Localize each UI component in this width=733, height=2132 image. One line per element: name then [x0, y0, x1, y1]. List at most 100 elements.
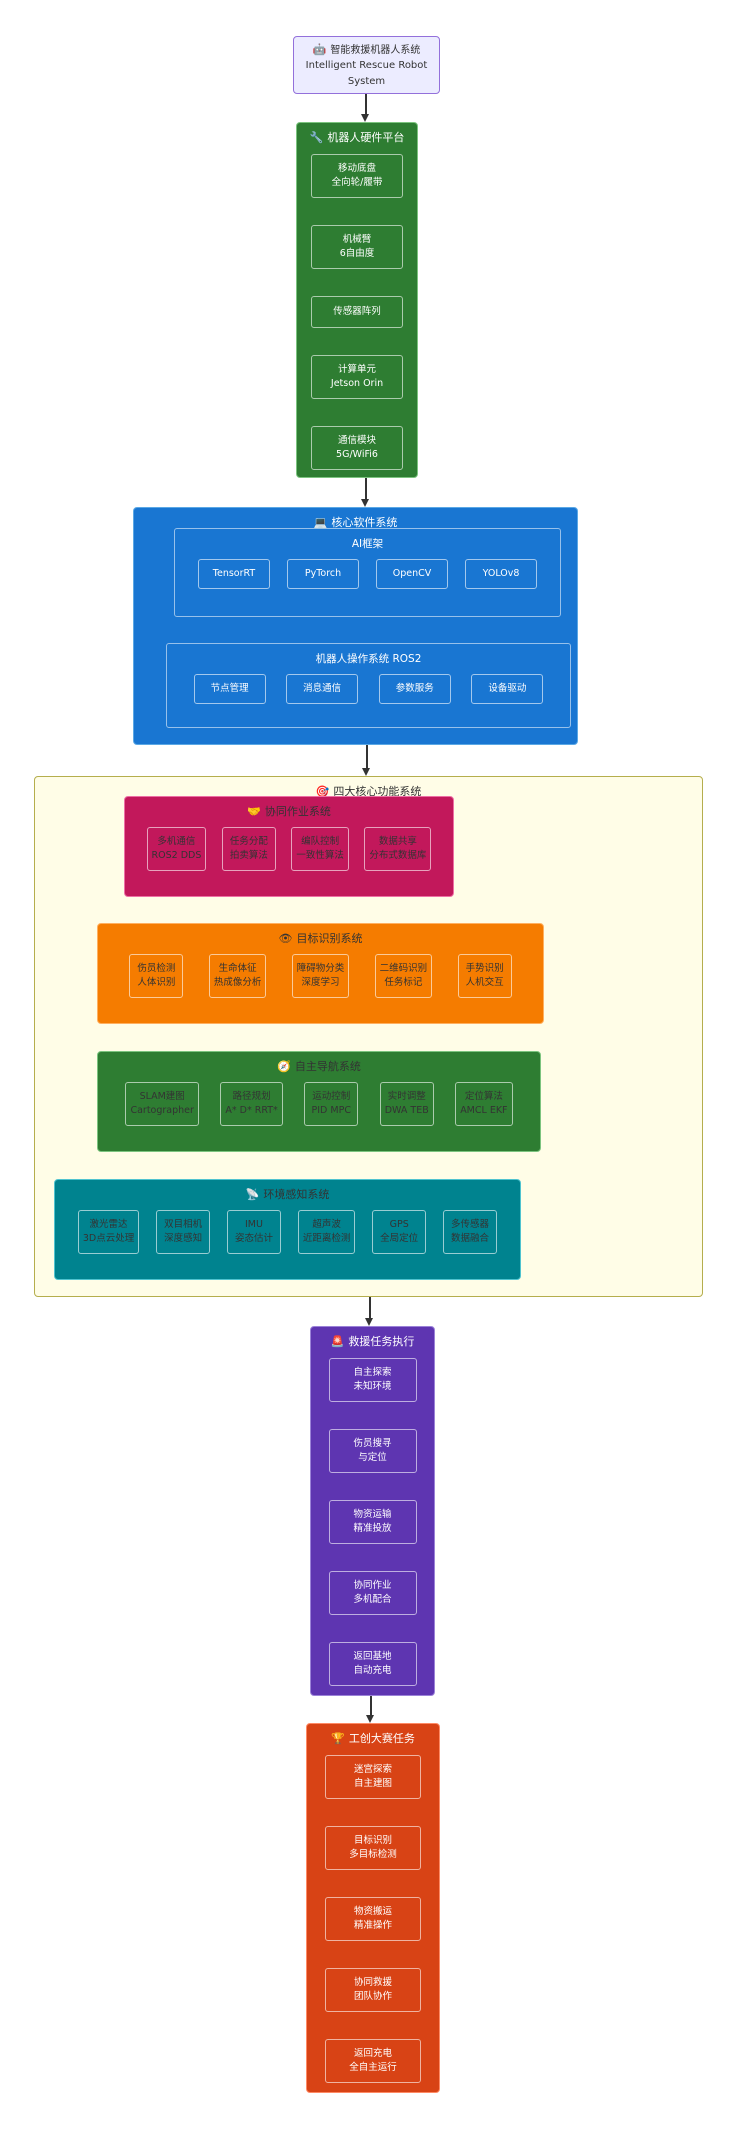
node-label: 生命体征 — [218, 962, 257, 974]
competition-cluster: 🏆工创大赛任务 迷宫探索 自主建图 目标识别 多目标检测 物资搬运 精准操作 协… — [306, 1723, 440, 2093]
node-label: 二维码识别 — [379, 962, 428, 974]
node-label: 协同救援 — [353, 1976, 392, 1988]
navigation-title: 🧭自主导航系统 — [98, 1052, 540, 1074]
root-subtitle-line1: Intelligent Rescue Robot — [305, 60, 428, 72]
node-label: 运动控制 — [312, 1090, 351, 1102]
satellite-antenna-icon: 📡 — [245, 1188, 260, 1201]
edge-core-rescue — [369, 1297, 371, 1318]
node-sensor-fusion: 多传感器 数据融合 — [443, 1210, 498, 1254]
node-sublabel: AMCL EKF — [460, 1105, 508, 1116]
competition-title-label: 工创大赛任务 — [348, 1732, 415, 1745]
node-return-to-base: 返回基地 自动充电 — [328, 1642, 417, 1686]
node-comm-module: 通信模块 5G/WiFi6 — [311, 426, 403, 470]
node-imu: IMU 姿态估计 — [226, 1210, 281, 1254]
node-label: GPS — [389, 1218, 409, 1230]
node-sublabel: 全局定位 — [380, 1233, 419, 1244]
software-cluster-title: 💻核心软件系统 — [134, 508, 577, 530]
node-sublabel: 自主建图 — [353, 1778, 392, 1789]
node-label: 多传感器 — [451, 1218, 490, 1230]
node-path-planning: 路径规划 A* D* RRT* — [220, 1082, 283, 1126]
recognition-cluster: 👁目标识别系统 伤员检测 人体识别 生命体征 热成像分析 障碍物分类 深度学习 … — [97, 923, 544, 1024]
node-label: 多机通信 — [157, 835, 196, 847]
eye-icon: 👁 — [278, 932, 293, 945]
node-sublabel: 精准投放 — [353, 1523, 392, 1534]
node-formation-control: 编队控制 一致性算法 — [291, 827, 349, 871]
competition-items: 迷宫探索 自主建图 目标识别 多目标检测 物资搬运 精准操作 协同救援 团队协作… — [307, 1746, 439, 2083]
navigation-title-label: 自主导航系统 — [294, 1060, 361, 1073]
hardware-cluster: 🔧机器人硬件平台 移动底盘 全向轮/履带 机械臂 6自由度 传感器阵列 计算单元… — [296, 122, 418, 478]
ros2-items: 节点管理 消息通信 参数服务 设备驱动 — [167, 674, 570, 704]
node-task-allocation: 任务分配 拍卖算法 — [221, 827, 276, 871]
node-sublabel: 5G/WiFi6 — [336, 449, 378, 460]
node-label: 物资搬运 — [353, 1905, 392, 1917]
node-return-charging: 返回充电 全自主运行 — [325, 2039, 421, 2083]
hardware-title-label: 机器人硬件平台 — [327, 131, 405, 144]
node-casualty-search: 伤员搜寻 与定位 — [328, 1429, 417, 1473]
hardware-cluster-title: 🔧机器人硬件平台 — [297, 123, 417, 145]
node-sublabel: 全自主运行 — [349, 2062, 397, 2073]
perception-title-label: 环境感知系统 — [263, 1188, 330, 1201]
node-localization-algorithm: 定位算法 AMCL EKF — [455, 1082, 513, 1126]
arrowhead-icon — [366, 1715, 374, 1723]
node-maze-exploration: 迷宫探索 自主建图 — [325, 1755, 421, 1799]
collaboration-cluster: 🤝协同作业系统 多机通信 ROS2 DDS 任务分配 拍卖算法 编队控制 一致性… — [124, 796, 454, 897]
wrench-icon: 🔧 — [309, 131, 324, 144]
node-label: 路径规划 — [232, 1090, 271, 1102]
node-label: 返回充电 — [353, 2047, 392, 2059]
node-lidar: 激光雷达 3D点云处理 — [77, 1210, 140, 1254]
node-supply-transport: 物资运输 精准投放 — [328, 1500, 417, 1544]
node-sublabel: 热成像分析 — [213, 977, 262, 988]
ai-framework-group: AI框架 TensorRT PyTorch OpenCV YOLOv8 — [174, 528, 561, 617]
node-sublabel: 多目标检测 — [349, 1849, 397, 1860]
collaboration-title-label: 协同作业系统 — [264, 805, 331, 818]
node-label: 实时调整 — [387, 1090, 426, 1102]
node-sublabel: 3D点云处理 — [82, 1233, 135, 1244]
node-label: 手势识别 — [465, 962, 504, 974]
node-data-sharing: 数据共享 分布式数据库 — [364, 827, 432, 871]
node-label: 任务分配 — [229, 835, 268, 847]
node-label: 机械臂 — [342, 233, 372, 245]
core-title-label: 四大核心功能系统 — [333, 785, 422, 798]
node-tensorrt: TensorRT — [198, 559, 270, 589]
node-multi-robot-comm: 多机通信 ROS2 DDS — [146, 827, 207, 871]
software-cluster: 💻核心软件系统 AI框架 TensorRT PyTorch OpenCV YOL… — [133, 507, 578, 745]
rescue-mission-cluster: 🚨救援任务执行 自主探索 未知环境 伤员搜寻 与定位 物资运输 精准投放 协同作… — [310, 1326, 435, 1696]
node-pytorch: PyTorch — [287, 559, 359, 589]
ros2-group-title: 机器人操作系统 ROS2 — [315, 653, 422, 665]
perception-cluster: 📡环境感知系统 激光雷达 3D点云处理 双目相机 深度感知 IMU 姿态估计 超… — [54, 1179, 521, 1280]
node-mobile-base: 移动底盘 全向轮/履带 — [311, 154, 403, 198]
node-sublabel: 数据融合 — [451, 1233, 490, 1244]
node-sublabel: 全向轮/履带 — [331, 177, 383, 188]
ai-framework-title: AI框架 — [351, 538, 384, 550]
node-supply-handling: 物资搬运 精准操作 — [325, 1897, 421, 1941]
node-sublabel: 团队协作 — [353, 1991, 392, 2002]
node-label: 双目相机 — [164, 1218, 203, 1230]
node-sublabel: 人体识别 — [137, 977, 176, 988]
node-target-recognition: 目标识别 多目标检测 — [325, 1826, 421, 1870]
node-yolov8: YOLOv8 — [465, 559, 537, 589]
perception-title: 📡环境感知系统 — [55, 1180, 520, 1202]
node-sublabel: Cartographer — [130, 1105, 194, 1116]
node-label: 物资运输 — [353, 1508, 392, 1520]
node-label: 激光雷达 — [89, 1218, 128, 1230]
node-cooperative-rescue: 协同救援 团队协作 — [325, 1968, 421, 2012]
node-vital-signs: 生命体征 热成像分析 — [208, 954, 267, 998]
node-compute-unit: 计算单元 Jetson Orin — [311, 355, 403, 399]
arrowhead-icon — [365, 1318, 373, 1326]
siren-icon: 🚨 — [330, 1335, 345, 1348]
handshake-icon: 🤝 — [247, 805, 261, 818]
node-motion-control: 运动控制 PID MPC — [304, 1082, 359, 1126]
node-gps: GPS 全局定位 — [372, 1210, 427, 1254]
node-sublabel: 深度感知 — [164, 1233, 203, 1244]
node-sublabel: 深度学习 — [301, 977, 340, 988]
node-sensor-array: 传感器阵列 — [311, 296, 403, 328]
compass-icon: 🧭 — [277, 1060, 291, 1073]
laptop-icon: 💻 — [313, 516, 328, 529]
rescue-title-label: 救援任务执行 — [348, 1335, 415, 1348]
core-functions-container: 🎯四大核心功能系统 🤝协同作业系统 多机通信 ROS2 DDS 任务分配 拍卖算… — [34, 776, 703, 1297]
node-sublabel: A* D* RRT* — [225, 1105, 278, 1116]
node-sublabel: 近距离检测 — [302, 1233, 351, 1244]
node-sublabel: Jetson Orin — [330, 378, 384, 389]
ai-framework-items: TensorRT PyTorch OpenCV YOLOv8 — [175, 559, 560, 589]
